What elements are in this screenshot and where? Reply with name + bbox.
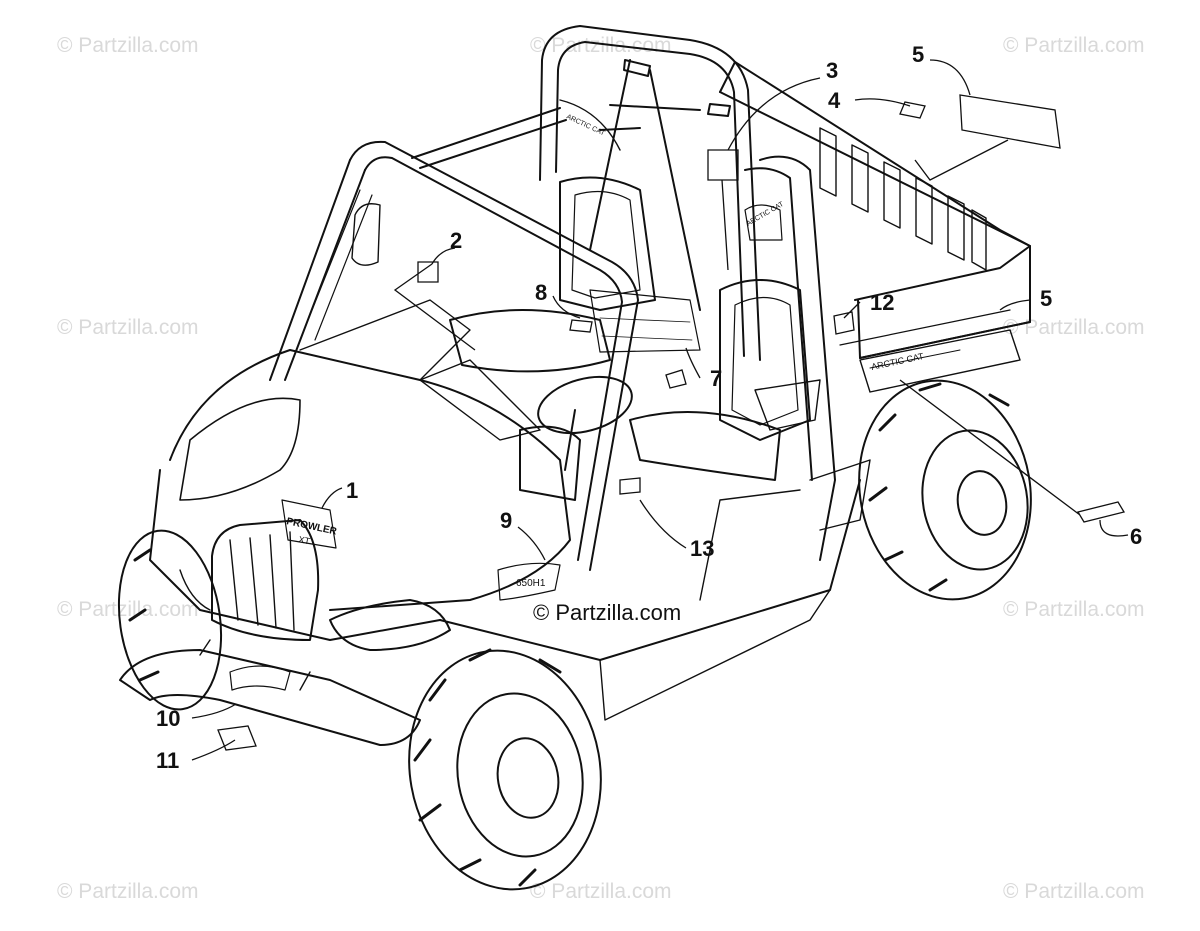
wheel-front-left [408, 648, 602, 891]
wheel-front-right [117, 529, 223, 711]
callout-5-top: 5 [912, 42, 925, 67]
callout-6: 6 [1130, 524, 1143, 549]
callout-2: 2 [450, 228, 463, 253]
callout-13: 13 [690, 536, 715, 561]
watermark: © Partzilla.com [1003, 34, 1145, 57]
callout-12: 12 [870, 290, 895, 315]
steering [519, 289, 701, 501]
windshield [299, 189, 381, 341]
center-watermark: © Partzilla.com [531, 600, 684, 626]
callout-9: 9 [500, 508, 513, 533]
watermark: © Partzilla.com [57, 34, 199, 57]
watermark: © Partzilla.com [1003, 316, 1145, 339]
callout-3: 3 [826, 58, 839, 83]
callout-8: 8 [535, 280, 548, 305]
wheel-rear-left [858, 379, 1032, 601]
cargo-bed [719, 61, 1031, 393]
seats [449, 176, 821, 481]
hood-logo-line2: XT [298, 534, 312, 546]
watermark: © Partzilla.com [530, 880, 672, 903]
watermark: © Partzilla.com [57, 316, 199, 339]
callout-10: 10 [156, 706, 181, 731]
watermark: © Partzilla.com [57, 880, 199, 903]
watermark: © Partzilla.com [1003, 880, 1145, 903]
callout-7: 7 [710, 366, 723, 391]
front-bumper [119, 639, 421, 746]
callout-1: 1 [346, 478, 359, 503]
watermark: © Partzilla.com [1003, 598, 1145, 621]
side-badge: 650H1 [516, 578, 546, 589]
callout-11: 11 [156, 748, 180, 773]
callout-5-side: 5 [1040, 286, 1053, 311]
callout-4: 4 [828, 88, 841, 113]
watermark: © Partzilla.com [57, 598, 199, 621]
